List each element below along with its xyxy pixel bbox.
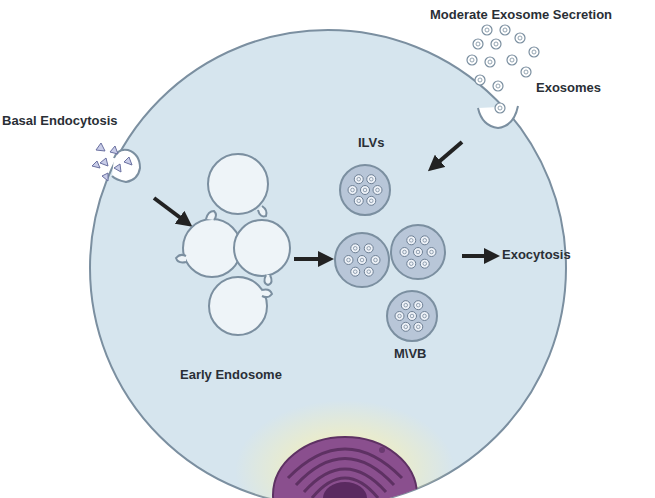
process-label: Basal Endocytosis — [2, 113, 118, 128]
process-label: Exocytosis — [502, 247, 571, 262]
endocytic-pit — [112, 150, 140, 182]
nucleus-golgi — [235, 400, 455, 498]
structure-label: Early Endosome — [180, 367, 282, 382]
exosome-vesicles — [467, 25, 539, 113]
structure-label: Exosomes — [536, 80, 601, 95]
structure-label: M\VB — [394, 346, 427, 361]
secretion-pit — [478, 106, 518, 128]
early-endosome-group — [176, 154, 290, 335]
diagram-title: Moderate Exosome Secretion — [430, 7, 612, 22]
cargo-triangles — [92, 143, 132, 181]
structure-label: ILVs — [358, 135, 385, 150]
mvb-group — [335, 165, 445, 341]
